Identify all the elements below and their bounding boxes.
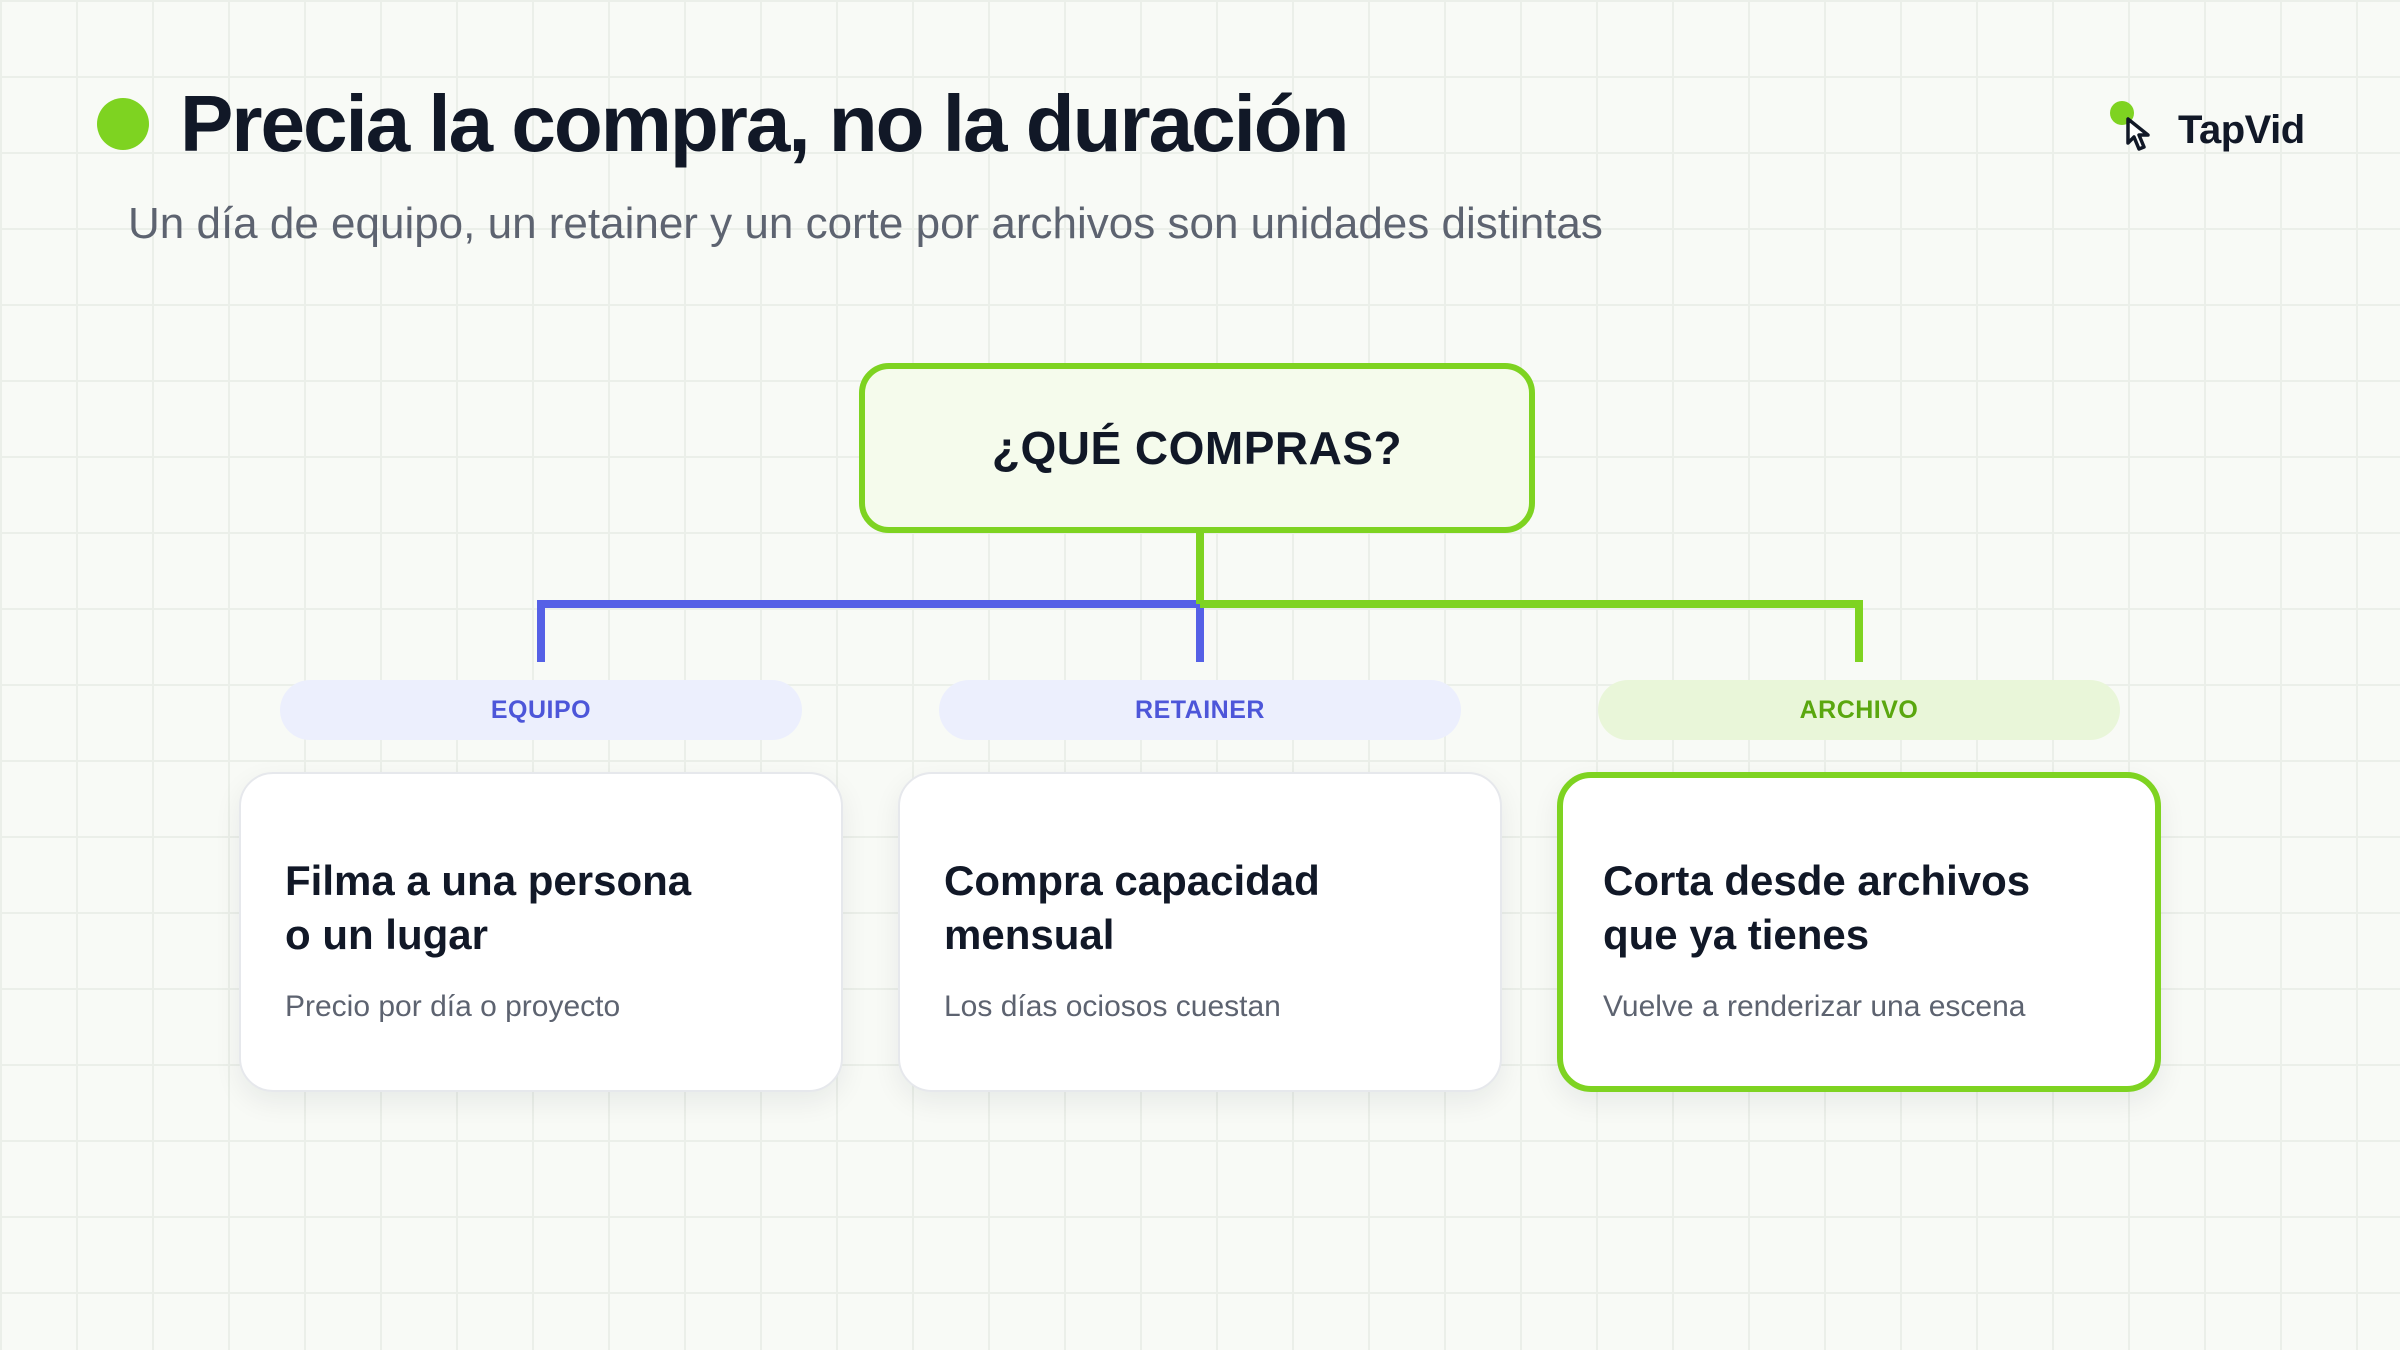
branch-card-retainer: Compra capacidad mensual Los días ocioso… [898,772,1502,1092]
root-node-label: ¿QUÉ COMPRAS? [991,422,1403,474]
hand-pointer-icon [2108,99,2170,161]
card-description: Precio por día o proyecto [285,990,621,1023]
card-title: Compra capacidad mensual [944,857,1320,958]
root-node: ¿QUÉ COMPRAS? [859,363,1535,533]
branch-tag-archivo: ARCHIVO [1598,680,2120,740]
card-description: Vuelve a renderizar una escena [1603,990,2026,1023]
branch-tag-equipo: EQUIPO [280,680,802,740]
page-subtitle: Un día de equipo, un retainer y un corte… [128,199,1603,248]
branch-tag-retainer: RETAINER [939,680,1461,740]
page-title: Precia la compra, no la duración [180,79,1350,168]
connector-equipo [537,600,1200,662]
brand-name: TapVid [2178,107,2305,152]
branch-card-archivo: Corta desde archivos que ya tienes Vuelv… [1557,772,2161,1092]
card-title: Corta desde archivos que ya tienes [1603,857,2031,958]
branch-card-equipo: Filma a una persona o un lugar Precio po… [239,772,843,1092]
card-description: Los días ociosos cuestan [944,990,1281,1023]
card-title: Filma a una persona o un lugar [285,857,692,958]
title-bullet-dot [97,98,149,150]
brand-logo: TapVid [2108,100,2305,160]
connector-archivo [1200,600,1863,662]
